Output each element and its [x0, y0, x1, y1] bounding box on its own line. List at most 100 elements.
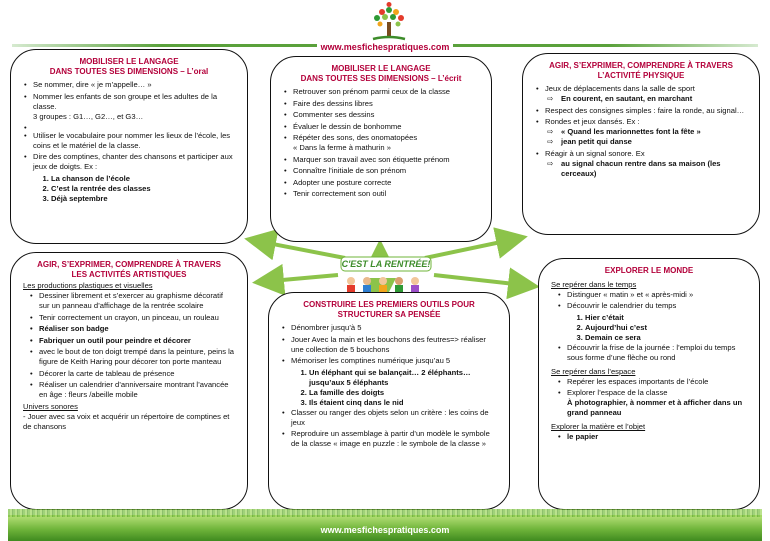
title-line-1: CONSTRUIRE LES PREMIERS OUTILS POUR — [303, 300, 475, 309]
item-text: À photographier, à nommer et à afficher … — [567, 398, 742, 417]
comptine-item: Ils étaient cinq dans le nid — [309, 398, 497, 408]
list-item: Adopter une posture correcte — [293, 178, 479, 188]
sub-item: jean petit qui danse — [545, 137, 747, 147]
box-title: AGIR, S’EXPRIMER, COMPRENDRE À TRAVERS L… — [535, 61, 747, 80]
box-title: AGIR, S’EXPRIMER, COMPRENDRE À TRAVERS L… — [23, 260, 235, 279]
item-list: Dessiner librement et s’exercer au graph… — [23, 291, 235, 400]
list-item: Marquer son travail avec son étiquette p… — [293, 155, 479, 165]
song-item: C’est la rentrée des classes — [51, 184, 235, 194]
list-item: Dénombrer jusqu’à 5 — [291, 323, 497, 333]
title-line-1: MOBILISER LE LANGAGE — [79, 57, 178, 66]
item-text: « Dans la ferme à mathurin » — [293, 143, 391, 152]
box-langage-ecrit: MOBILISER LE LANGAGE DANS TOUTES SES DIM… — [270, 56, 492, 242]
list-item: Utiliser le vocabulaire pour nommer les … — [33, 131, 235, 151]
list-item: Mémoriser les comptines numérique jusqu’… — [291, 356, 497, 366]
list-item: Fabriquer un outil pour peindre et décor… — [39, 336, 235, 346]
box-outils-pensee: CONSTRUIRE LES PREMIERS OUTILS POUR STRU… — [268, 292, 510, 510]
item-text: 3 groupes : G1…, G2…, et G3… — [33, 112, 143, 121]
list-item: Classer ou ranger des objets selon un cr… — [291, 408, 497, 428]
list-item: Retrouver son prénom parmi ceux de la cl… — [293, 87, 479, 97]
comptine-item: La famille des doigts — [309, 388, 497, 398]
sonore-text: - Jouer avec sa voix et acquérir un répe… — [23, 412, 235, 432]
calendar-item: Hier c’était — [585, 313, 747, 323]
list-item: Se nommer, dire « je m’appelle… » — [33, 80, 235, 90]
item-list: Classer ou ranger des objets selon un cr… — [281, 408, 497, 450]
list-item: Connaître l’initiale de son prénom — [293, 166, 479, 176]
box-activite-physique: AGIR, S’EXPRIMER, COMPRENDRE À TRAVERS L… — [522, 53, 760, 235]
rentree-badge: C'EST LA RENTRÉE! — [333, 255, 437, 293]
list-item: Jeux de déplacements dans la salle de sp… — [545, 84, 747, 104]
title-line-2: LES ACTIVITÉS ARTISTIQUES — [72, 270, 187, 279]
list-item: Explorer l’espace de la classe À photogr… — [567, 388, 747, 418]
section-title: Les productions plastiques et visuelles — [23, 281, 235, 291]
list-item: Évaluer le dessin de bonhomme — [293, 122, 479, 132]
center-label: C'EST LA RENTRÉE! — [341, 257, 431, 271]
title-line-2: DANS TOUTES SES DIMENSIONS – L’oral — [50, 67, 209, 76]
section-title: Se repérer dans l’espace — [551, 367, 747, 377]
list-item: Dessiner librement et s’exercer au graph… — [39, 291, 235, 311]
item-text: Réagir à un signal sonore. Ex — [545, 149, 645, 158]
song-item: Déjà septembre — [51, 194, 235, 204]
section-title: Univers sonores — [23, 402, 235, 412]
calendar-item: Aujourd’hui c’est — [585, 323, 747, 333]
title-line-1: MOBILISER LE LANGAGE — [331, 64, 430, 73]
list-item: Repérer les espaces importants de l’écol… — [567, 377, 747, 387]
box-title: EXPLORER LE MONDE — [551, 266, 747, 276]
song-list: La chanson de l’école C’est la rentrée d… — [23, 174, 235, 204]
list-item: Tenir correctement son outil — [293, 189, 479, 199]
item-text: Rondes et jeux dansés. Ex : — [545, 117, 640, 126]
box-explorer-monde: EXPLORER LE MONDE Se repérer dans le tem… — [538, 258, 760, 510]
calendar-list: Hier c’était Aujourd’hui c’est Demain ce… — [551, 313, 747, 343]
item-list: Jeux de déplacements dans la salle de sp… — [535, 84, 747, 179]
item-text: Explorer l’espace de la classe — [567, 388, 667, 397]
list-item: avec le bout de ton doigt trempé dans la… — [39, 347, 235, 367]
item-list: Repérer les espaces importants de l’écol… — [551, 377, 747, 419]
title-line-1: AGIR, S’EXPRIMER, COMPRENDRE À TRAVERS — [549, 61, 733, 70]
item-list: Retrouver son prénom parmi ceux de la cl… — [283, 87, 479, 199]
list-item: Réagir à un signal sonore. Ex au signal … — [545, 149, 747, 179]
section-title: Explorer la matière et l’objet — [551, 422, 747, 432]
list-item: Rondes et jeux dansés. Ex : « Quand les … — [545, 117, 747, 147]
item-text: Jeux de déplacements dans la salle de sp… — [545, 84, 695, 93]
comptine-list: Un éléphant qui se balançait… 2 éléphant… — [281, 368, 497, 408]
list-item: Commenter ses dessins — [293, 110, 479, 120]
box-title: MOBILISER LE LANGAGE DANS TOUTES SES DIM… — [23, 57, 235, 76]
list-item: Tenir correctement un crayon, un pinceau… — [39, 313, 235, 323]
title-line-2: DANS TOUTES SES DIMENSIONS – L’écrit — [301, 74, 462, 83]
box-title: CONSTRUIRE LES PREMIERS OUTILS POUR STRU… — [281, 300, 497, 319]
item-list: Dénombrer jusqu’à 5 Jouer Avec la main e… — [281, 323, 497, 366]
site-url-bottom[interactable]: www.mesfichespratiques.com — [0, 525, 770, 535]
list-item: Jouer Avec la main et les bouchons des f… — [291, 335, 497, 355]
item-list: Distinguer « matin » et « après-midi » D… — [551, 290, 747, 312]
item-list: le papier — [551, 432, 747, 442]
sub-item: En courent, en sautant, en marchant — [545, 94, 747, 104]
list-item: le papier — [567, 432, 747, 442]
list-item: Faire des dessins libres — [293, 99, 479, 109]
box-activites-artistiques: AGIR, S’EXPRIMER, COMPRENDRE À TRAVERS L… — [10, 252, 248, 510]
section-title: Se repérer dans le temps — [551, 280, 747, 290]
sub-item: au signal chacun rentre dans sa maison (… — [545, 159, 747, 179]
list-item: Répéter des sons, des onomatopées « Dans… — [293, 133, 479, 153]
spacer — [33, 123, 235, 129]
item-list: Découvrir la frise de la journée : l’emp… — [551, 343, 747, 363]
box-langage-oral: MOBILISER LE LANGAGE DANS TOUTES SES DIM… — [10, 49, 248, 244]
list-item: Découvrir la frise de la journée : l’emp… — [567, 343, 747, 363]
item-text: Répéter des sons, des onomatopées — [293, 133, 417, 142]
item-text: Nommer les enfants de son groupe et les … — [33, 92, 217, 111]
calendar-item: Demain ce sera — [585, 333, 747, 343]
box-title: MOBILISER LE LANGAGE DANS TOUTES SES DIM… — [283, 64, 479, 83]
list-item: Dire des comptines, chanter des chansons… — [33, 152, 235, 172]
song-item: La chanson de l’école — [51, 174, 235, 184]
list-item: Distinguer « matin » et « après-midi » — [567, 290, 747, 300]
list-item: Nommer les enfants de son groupe et les … — [33, 92, 235, 122]
title-line-2: STRUCTURER SA PENSÉE — [338, 310, 441, 319]
list-item: Réaliser son badge — [39, 324, 235, 334]
list-item: Réaliser un calendrier d’anniversaire mo… — [39, 380, 235, 400]
list-item: Décorer la carte de tableau de présence — [39, 369, 235, 379]
list-item: Découvrir le calendrier du temps — [567, 301, 747, 311]
title-line-1: AGIR, S’EXPRIMER, COMPRENDRE À TRAVERS — [37, 260, 221, 269]
item-list: Se nommer, dire « je m’appelle… » Nommer… — [23, 80, 235, 172]
sub-item: « Quand les marionnettes font la fête » — [545, 127, 747, 137]
comptine-item: Un éléphant qui se balançait… 2 éléphant… — [309, 368, 497, 388]
list-item: Respect des consignes simples : faire la… — [545, 106, 747, 116]
